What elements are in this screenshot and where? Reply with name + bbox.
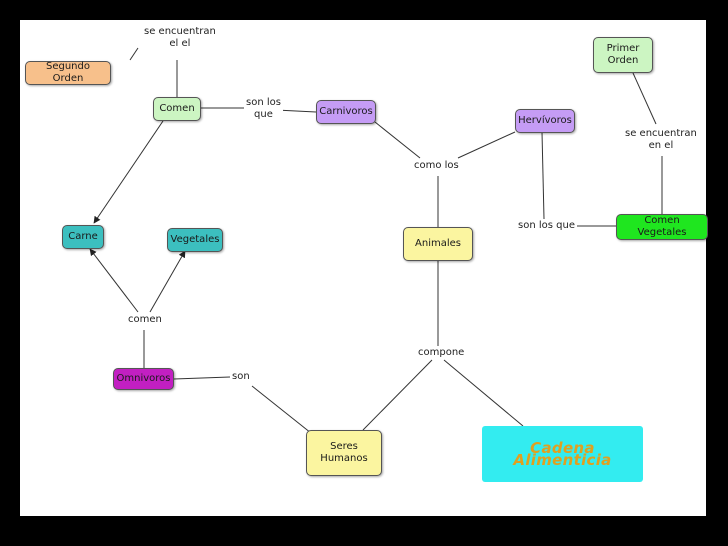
concept-carne[interactable]: Carne [62, 225, 104, 249]
link-carnivoros-comolos [374, 121, 421, 159]
concept-comen[interactable]: Comen [153, 97, 201, 121]
concept-label: Carnivoros [319, 106, 373, 117]
phrase-compone: compone [416, 347, 467, 359]
concept-label: Carne [68, 231, 98, 242]
phrase-como-los: como los [412, 160, 461, 172]
concept-comen-vegetales[interactable]: Comen Vegetales [616, 214, 708, 240]
concept-label: Seres Humanos [320, 441, 368, 464]
concept-primer-orden[interactable]: Primer Orden [593, 37, 653, 73]
link-primer-phrase [632, 72, 657, 125]
link-comen-carne-arrow [89, 248, 139, 313]
concept-segundo-orden[interactable]: Segundo Orden [25, 61, 111, 85]
concept-label: Animales [415, 238, 461, 249]
phrase-comen: comen [126, 314, 164, 326]
concept-seres-humanos[interactable]: Seres Humanos [306, 430, 382, 476]
concept-label: Omnivoros [116, 373, 171, 384]
link-compone-cadena [443, 359, 524, 427]
phrase-son: son [230, 371, 252, 383]
concept-label: Primer Orden [606, 43, 640, 66]
link-hervivoros-phrase [541, 131, 545, 220]
phrase-se-encuentran-el-el: se encuentran el el [142, 26, 218, 50]
concept-carnivoros[interactable]: Carnivoros [316, 100, 376, 124]
concept-label: Hervívoros [518, 115, 572, 126]
link-omnivoros-son [173, 376, 231, 380]
concept-label: Segundo Orden [46, 61, 90, 84]
connector-layer [89, 47, 663, 438]
link-comen-carne [93, 120, 164, 224]
concept-hervivoros[interactable]: Hervívoros [515, 109, 575, 133]
concept-omnivoros[interactable]: Omnivoros [113, 368, 174, 390]
concept-vegetales[interactable]: Vegetales [167, 228, 223, 252]
concept-cadena-alimenticia[interactable]: Cadena Alimenticia [482, 426, 643, 482]
link-son-seres [251, 385, 317, 438]
link-compone-seres [362, 359, 433, 431]
concept-map-canvas: Segundo Orden Comen Carnivoros Hervívoro… [20, 20, 708, 516]
concept-animales[interactable]: Animales [403, 227, 473, 261]
concept-label: Vegetales [170, 234, 220, 245]
link-segundo-phrase [129, 47, 139, 61]
concept-label: Cadena Alimenticia [513, 439, 612, 469]
phrase-se-encuentran-en-el: se encuentran en el [623, 128, 699, 152]
phrase-son-los-que-2: son los que [516, 220, 577, 232]
phrase-son-los-que: son los que [244, 97, 283, 121]
concept-label: Comen [159, 103, 195, 114]
link-comen-vegetales-arrow [149, 250, 186, 313]
concept-label: Comen Vegetales [637, 215, 687, 238]
link-hervivoros-comolos [457, 131, 516, 159]
